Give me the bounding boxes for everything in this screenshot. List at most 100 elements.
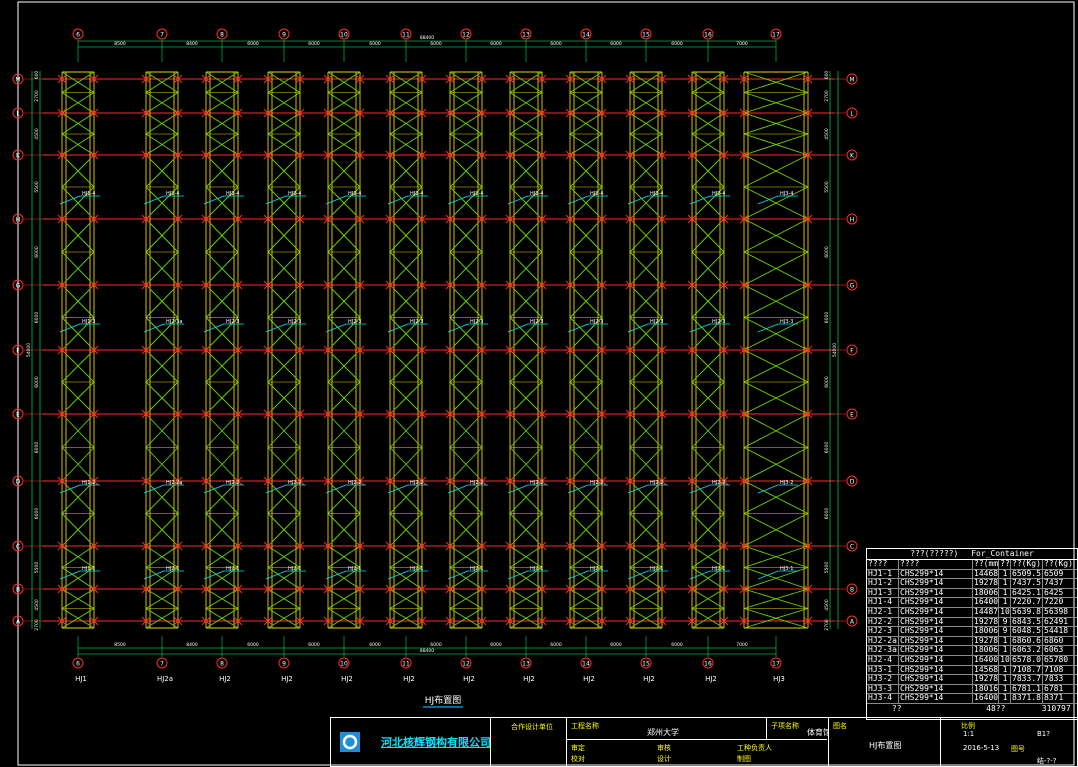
svg-text:HJ2-3: HJ2-3	[288, 319, 301, 325]
column-axis-bubble: 6	[72, 28, 84, 40]
company-cell: 河北核辉钢构有限公司	[331, 718, 491, 766]
svg-text:HJ2-3: HJ2-3	[650, 319, 663, 325]
svg-text:HJ2-3: HJ2-3	[712, 319, 725, 325]
schedule-cell: HJ1-3	[867, 588, 899, 598]
member-callout: HJ2-4	[689, 191, 730, 205]
row-axis-bubble: L	[12, 107, 24, 119]
column-axis-bubble: 11	[400, 28, 412, 40]
svg-text:L: L	[850, 111, 854, 118]
truss	[323, 71, 365, 629]
company-logo-icon	[340, 732, 360, 752]
member-callout: HJ2-2	[447, 480, 488, 494]
row-axis-bubble: E	[12, 408, 24, 420]
signature-cell: 审定 审核 工种负责人 校对 设计 制图	[567, 740, 829, 766]
member-callout: HJ2-2	[627, 480, 668, 494]
truss	[445, 71, 487, 629]
svg-text:HJ2-1: HJ2-1	[348, 566, 361, 572]
svg-text:H: H	[16, 217, 21, 224]
svg-text:88400: 88400	[420, 648, 434, 654]
member-callout: HJ2-2	[265, 480, 306, 494]
svg-text:HJ2-3: HJ2-3	[226, 319, 239, 325]
member-callout: HJ1-2	[59, 480, 100, 494]
svg-text:8500: 8500	[114, 41, 126, 47]
schedule-cell: 1	[999, 665, 1011, 675]
person-label-3: 工种负责人	[737, 744, 772, 752]
svg-text:HJ2-4: HJ2-4	[288, 191, 301, 197]
svg-text:6000: 6000	[430, 642, 442, 648]
truss-name-label: HJ2	[705, 675, 717, 683]
truss-name-label: HJ2	[219, 675, 231, 683]
schedule-cell: 6860	[1044, 636, 1064, 645]
schedule-header-cell: ????	[899, 560, 973, 569]
scale-value: 1:1	[963, 730, 975, 738]
member-callout: HJ2-1	[447, 566, 488, 580]
svg-text:5500: 5500	[34, 562, 40, 574]
project-cell: 工程名称 郑州大学	[567, 718, 767, 740]
schedule-cell: CHS299*14	[899, 694, 973, 703]
svg-text:6000: 6000	[34, 312, 40, 324]
schedule-cell: 6425	[1044, 588, 1064, 597]
member-callout: HJ2-1	[265, 566, 306, 580]
schedule-caption: ???(?????) For_Container	[867, 549, 1077, 560]
item-name-label: 子项名称	[771, 722, 799, 730]
person-label-5: 设计	[657, 755, 671, 763]
row-axis-bubble: E	[846, 408, 858, 420]
svg-text:L: L	[16, 111, 20, 118]
svg-text:10: 10	[340, 661, 348, 668]
schedule-cell: 16400	[974, 655, 999, 665]
svg-text:6000: 6000	[824, 442, 830, 454]
row-axis-bubble: D	[12, 475, 24, 487]
svg-text:2700: 2700	[34, 619, 40, 631]
svg-text:6000: 6000	[369, 642, 381, 648]
svg-text:HJ2-1: HJ2-1	[288, 566, 301, 572]
schedule-cell: 1	[999, 588, 1011, 598]
truss	[57, 71, 99, 629]
row-axis-bubble: C	[12, 540, 24, 552]
member-callout: HJ3-2	[757, 480, 798, 494]
svg-text:600: 600	[824, 71, 830, 80]
svg-text:HJ2-4: HJ2-4	[348, 191, 361, 197]
schedule-cell: CHS299*14	[899, 588, 973, 598]
column-axis-bubble: 8	[216, 28, 228, 40]
svg-text:88400: 88400	[420, 35, 434, 41]
schedule-cell: 7833.7	[1011, 675, 1043, 684]
svg-text:54000: 54000	[26, 343, 32, 357]
svg-text:6000: 6000	[671, 642, 683, 648]
svg-text:HJ2-1: HJ2-1	[650, 566, 663, 572]
svg-text:B: B	[16, 587, 20, 594]
svg-text:E: E	[850, 412, 854, 419]
row-axis-bubble: B	[12, 583, 24, 595]
svg-text:11: 11	[402, 661, 410, 668]
svg-text:HJ2-3: HJ2-3	[410, 319, 423, 325]
row-axis-bubble: B	[846, 583, 858, 595]
truss	[263, 71, 305, 629]
svg-text:6000: 6000	[34, 508, 40, 520]
person-label-6: 制图	[737, 755, 751, 763]
member-callout: HJ2-4	[507, 191, 548, 205]
schedule-cell: CHS299*14	[899, 675, 973, 684]
member-callout: HJ3-4	[757, 191, 798, 205]
sheet-value: B1?	[1037, 730, 1050, 738]
svg-text:F: F	[850, 348, 854, 355]
truss	[385, 71, 427, 629]
member-callout: HJ2-1	[325, 566, 366, 580]
member-callout: HJ2-1	[689, 566, 730, 580]
schedule-cell: 54418	[1044, 627, 1069, 636]
schedule-cell: 7220	[1044, 598, 1064, 607]
svg-text:6000: 6000	[550, 41, 562, 47]
schedule-cell: HJ3-3	[867, 684, 899, 694]
truss-name-label: HJ1	[75, 675, 87, 683]
member-callout: HJ2-4	[567, 191, 608, 205]
truss	[141, 71, 183, 629]
svg-text:B: B	[850, 587, 854, 594]
schedule-cell: 9	[999, 617, 1011, 627]
schedule-cell: 19278	[974, 636, 999, 646]
